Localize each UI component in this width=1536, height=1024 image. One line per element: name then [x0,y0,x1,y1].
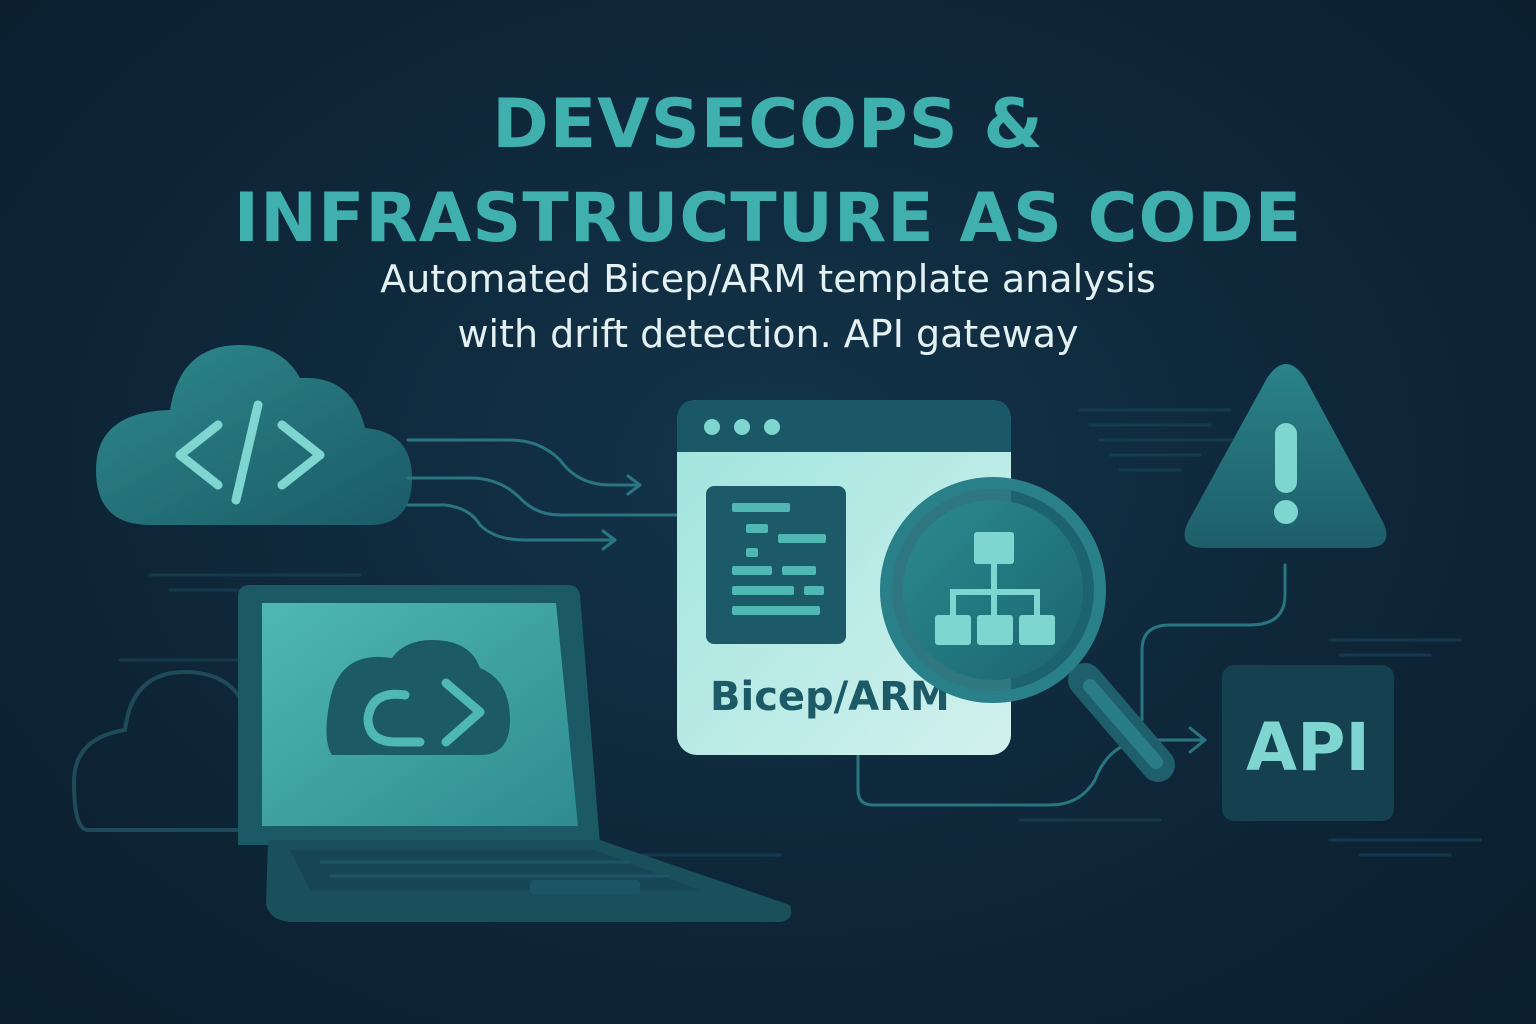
subtitle-line-1: Automated Bicep/ARM template analysis [380,257,1156,301]
cloud-code-icon [96,345,412,525]
laptop-icon [238,585,792,922]
headline-line-1: DEVSECOPS & [492,85,1044,164]
api-label: API [1246,709,1370,786]
subtitle: Automated Bicep/ARM template analysis wi… [0,252,1536,362]
headline-line-2: INFRASTRUCTURE AS CODE [233,179,1303,258]
magnifier-hierarchy-icon [880,477,1175,782]
window-dot-2 [734,419,750,435]
document-panel [706,486,846,644]
warning-triangle-icon [1184,364,1387,548]
template-label: Bicep/ARM [710,674,950,720]
cloud-to-window-arrows [406,438,682,551]
window-dot-1 [704,419,720,435]
headline: DEVSECOPS & INFRASTRUCTURE AS CODE [0,78,1536,266]
api-box: API [1222,665,1394,821]
window-dot-3 [764,419,780,435]
subtitle-line-2: with drift detection. API gateway [457,312,1079,356]
